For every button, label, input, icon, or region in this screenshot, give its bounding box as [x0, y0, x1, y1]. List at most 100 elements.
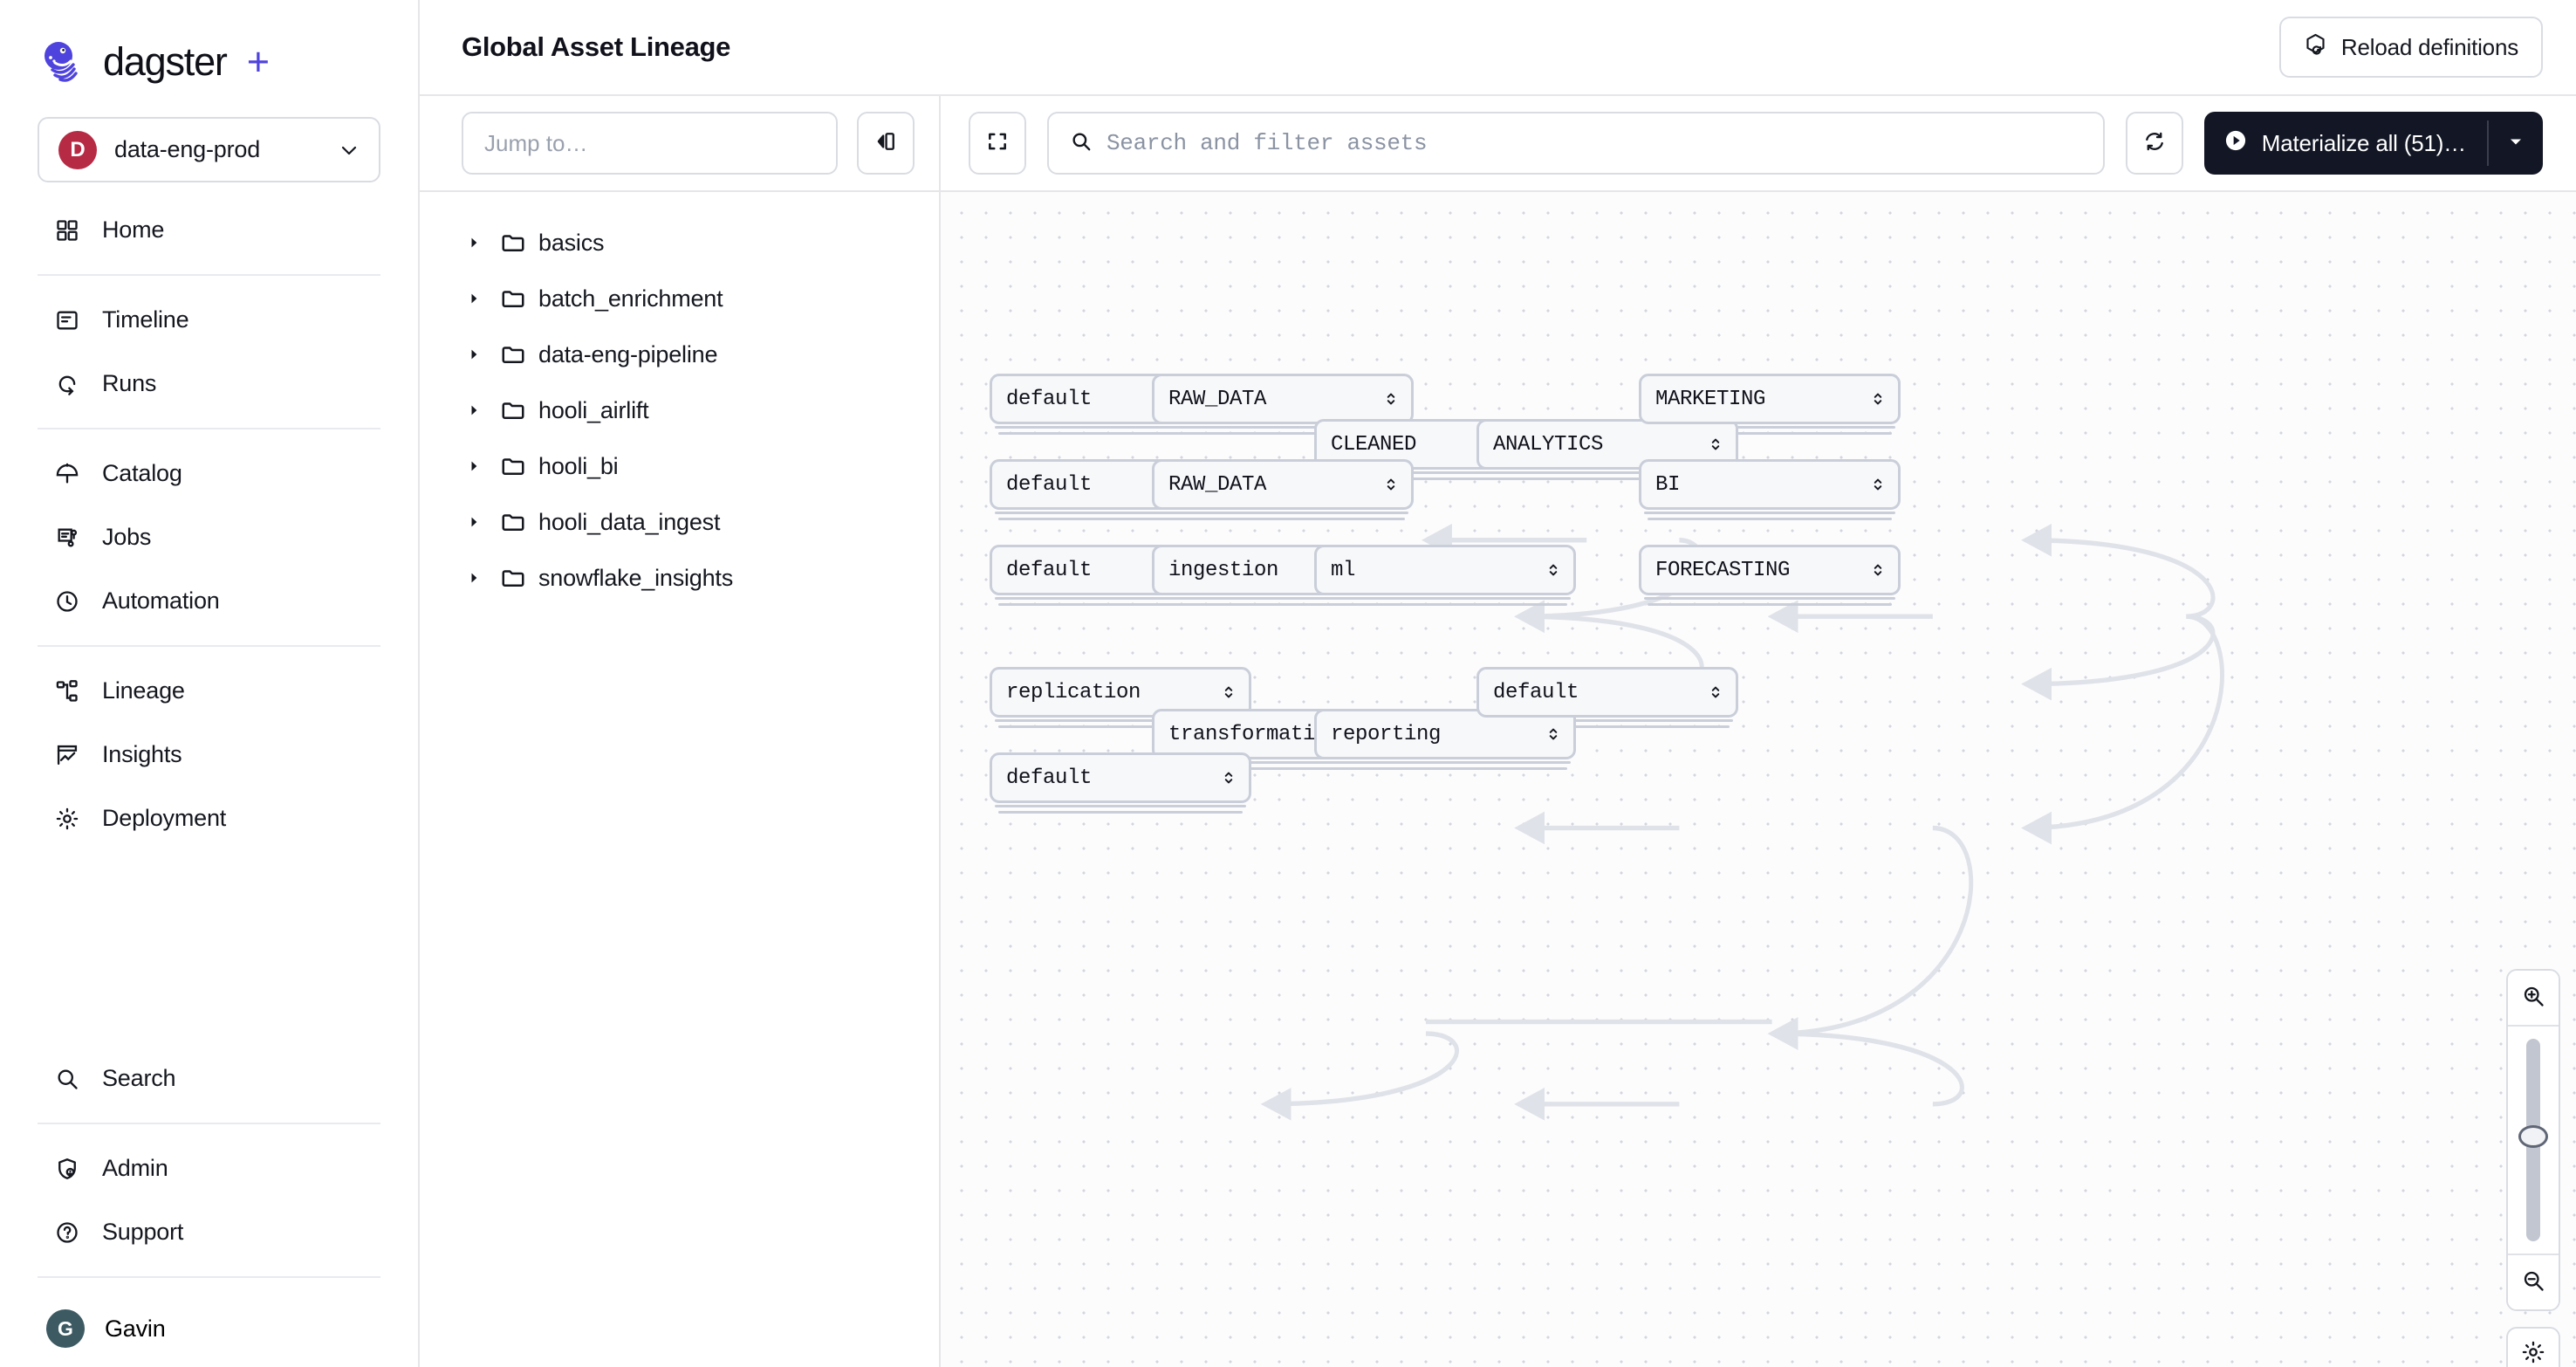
sidebar-divider	[38, 1276, 380, 1278]
asset-node-stack	[1152, 426, 1414, 435]
materialize-all-button[interactable]: Materialize all (51)…	[2203, 112, 2543, 175]
asset-node-stack	[1639, 597, 1901, 606]
zoom-slider[interactable]	[2508, 1027, 2559, 1254]
brand[interactable]: dagster +	[0, 0, 418, 87]
stepper-updown-icon[interactable]	[1383, 388, 1399, 410]
caret-right-icon[interactable]	[465, 402, 500, 419]
timeline-icon	[52, 306, 82, 335]
stepper-updown-icon[interactable]	[1545, 559, 1561, 581]
asset-node-label: BI	[1655, 472, 1681, 497]
collapse-panel-button[interactable]	[857, 112, 915, 175]
sidebar-item-home[interactable]: Home	[0, 198, 418, 262]
asset-node[interactable]: default	[990, 752, 1251, 803]
zoom-in-button[interactable]	[2508, 971, 2559, 1025]
caret-right-icon[interactable]	[465, 290, 500, 307]
lineage-canvas[interactable]: default RAW_DATA CLEANED	[941, 192, 2576, 1367]
caret-right-icon[interactable]	[465, 457, 500, 475]
folder-icon	[500, 285, 538, 312]
user-menu[interactable]: G Gavin	[0, 1290, 418, 1367]
caret-right-icon[interactable]	[465, 346, 500, 363]
sidebar-item-timeline[interactable]: Timeline	[0, 288, 418, 352]
grid-icon	[52, 216, 82, 245]
tree-item-label: hooli_airlift	[538, 396, 649, 423]
asset-node[interactable]: default	[990, 459, 1251, 510]
asset-node[interactable]: FORECASTING	[1639, 545, 1901, 595]
asset-node-label: ANALYTICS	[1493, 432, 1604, 457]
tree-item-hooli-data-ingest[interactable]: hooli_data_ingest	[420, 494, 939, 550]
sidebar-item-label: Deployment	[102, 805, 227, 831]
sidebar-item-jobs[interactable]: Jobs	[0, 505, 418, 569]
deployment-picker[interactable]: D data-eng-prod	[38, 117, 380, 182]
search-input[interactable]	[1106, 130, 2082, 156]
stepper-updown-icon[interactable]	[1708, 681, 1723, 704]
toolbar-right-group: Materialize all (51)…	[941, 112, 2576, 175]
fit-to-screen-button[interactable]	[969, 112, 1026, 175]
asset-node[interactable]: default	[1476, 667, 1738, 718]
asset-node-label: reporting	[1331, 722, 1442, 746]
sidebar-item-insights[interactable]: Insights	[0, 723, 418, 787]
caret-right-icon[interactable]	[465, 234, 500, 251]
sidebar-item-runs[interactable]: Runs	[0, 352, 418, 416]
asset-node[interactable]: RAW_DATA	[1152, 459, 1414, 510]
tree-item-hooli-bi[interactable]: hooli_bi	[420, 438, 939, 494]
deployment-avatar: D	[58, 130, 97, 169]
asset-node-stack	[990, 597, 1251, 606]
tree-item-hooli-airlift[interactable]: hooli_airlift	[420, 382, 939, 438]
asset-node[interactable]: RAW_DATA	[1152, 374, 1414, 424]
asset-search-field[interactable]	[1047, 112, 2105, 175]
main-area: Global Asset Lineage Reload definitions	[420, 0, 2576, 1367]
search-icon	[1070, 130, 1093, 157]
sidebar-item-lineage[interactable]: Lineage	[0, 659, 418, 723]
zoom-slider-group	[2506, 969, 2560, 1311]
zoom-slider-knob[interactable]	[2518, 1125, 2548, 1148]
zoom-out-icon	[2521, 1268, 2545, 1297]
zoom-divider	[2508, 1254, 2559, 1255]
caret-right-icon[interactable]	[465, 569, 500, 587]
stepper-updown-icon[interactable]	[1221, 766, 1237, 789]
tree-item-batch-enrichment[interactable]: batch_enrichment	[420, 271, 939, 326]
folder-icon	[500, 230, 538, 256]
asset-node[interactable]: MARKETING	[1639, 374, 1901, 424]
stepper-updown-icon[interactable]	[1870, 559, 1886, 581]
sidebar-item-label: Support	[102, 1219, 184, 1245]
clock-icon	[52, 587, 82, 616]
stepper-updown-icon[interactable]	[1708, 433, 1723, 456]
stepper-updown-icon[interactable]	[1383, 473, 1399, 496]
catalog-umbrella-icon	[52, 459, 82, 489]
jump-to-input[interactable]	[462, 112, 838, 175]
asset-node-label: ml	[1331, 558, 1356, 582]
page-title: Global Asset Lineage	[462, 31, 731, 62]
stepper-updown-icon[interactable]	[1870, 473, 1886, 496]
zoom-controls	[2506, 969, 2560, 1367]
graph-settings-button[interactable]	[2506, 1327, 2560, 1367]
asset-node[interactable]: BI	[1639, 459, 1901, 510]
sidebar-item-label: Insights	[102, 741, 182, 767]
materialize-divider	[2487, 120, 2489, 166]
sidebar-item-search[interactable]: Search	[0, 1047, 418, 1110]
reload-cube-icon	[2304, 32, 2327, 62]
refresh-button[interactable]	[2125, 112, 2183, 175]
sidebar-item-catalog[interactable]: Catalog	[0, 442, 418, 505]
sidebar-item-label: Automation	[102, 587, 220, 614]
asset-node[interactable]: ml	[1314, 545, 1576, 595]
asset-node-label: RAW_DATA	[1168, 387, 1267, 411]
tree-item-snowflake-insights[interactable]: snowflake_insights	[420, 550, 939, 606]
sidebar-item-automation[interactable]: Automation	[0, 569, 418, 633]
tree-item-basics[interactable]: basics	[420, 215, 939, 271]
stepper-updown-icon[interactable]	[1221, 681, 1237, 704]
caret-right-icon[interactable]	[465, 513, 500, 531]
sidebar-item-label: Lineage	[102, 677, 185, 704]
stepper-updown-icon[interactable]	[1545, 723, 1561, 745]
zoom-out-button[interactable]	[2508, 1255, 2559, 1309]
materialize-dropdown-button[interactable]	[2489, 112, 2543, 175]
materialize-all-main[interactable]: Materialize all (51)…	[2204, 112, 2487, 175]
reload-definitions-button[interactable]: Reload definitions	[2278, 17, 2543, 78]
sidebar-item-deployment[interactable]: Deployment	[0, 787, 418, 850]
sidebar-item-admin[interactable]: Admin	[0, 1137, 418, 1200]
sidebar-item-label: Runs	[102, 370, 157, 396]
stepper-updown-icon[interactable]	[1870, 388, 1886, 410]
sidebar-item-support[interactable]: Support	[0, 1200, 418, 1264]
tree-item-data-eng-pipeline[interactable]: data-eng-pipeline	[420, 326, 939, 382]
deployment-name: data-eng-prod	[114, 136, 261, 162]
